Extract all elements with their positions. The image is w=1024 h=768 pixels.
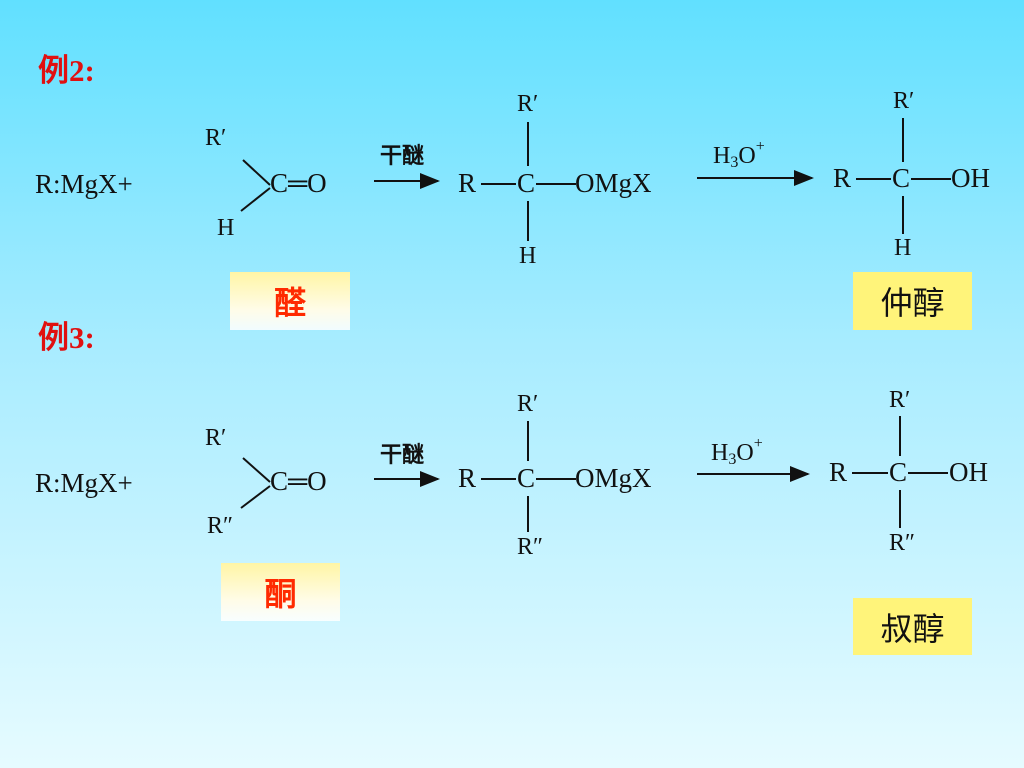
ketone-r-prime: R′ bbox=[205, 425, 227, 451]
grignard-reagent: R:MgX+ bbox=[35, 468, 133, 498]
product-r-prime: R′ bbox=[889, 387, 911, 413]
intermediate-r: R bbox=[458, 168, 477, 198]
arrow2-reagent: H3O+ bbox=[711, 435, 763, 468]
arrow2-reagent: H3O+ bbox=[713, 138, 765, 171]
ketone-r-double-prime: R″ bbox=[207, 513, 234, 539]
product-r-prime: R′ bbox=[893, 88, 915, 114]
ketone-bond-rdoubleprime bbox=[240, 485, 271, 509]
intermediate-c: C bbox=[517, 463, 536, 493]
product-r: R bbox=[833, 163, 852, 193]
arrow1-reagent: 干醚 bbox=[380, 143, 425, 168]
label-ketone: 酮 bbox=[221, 563, 340, 621]
aldehyde-carbonyl: C═O bbox=[270, 168, 327, 198]
example3-title: 例3: bbox=[38, 320, 95, 355]
product-c: C bbox=[889, 457, 908, 487]
label-aldehyde: 醛 bbox=[230, 272, 350, 330]
product-oh: OH bbox=[951, 163, 990, 193]
ketone-bond-rprime bbox=[242, 457, 271, 483]
intermediate-omgx: OMgX bbox=[575, 463, 652, 493]
product-c: C bbox=[892, 163, 911, 193]
intermediate-h: H bbox=[519, 243, 537, 269]
intermediate-r: R bbox=[458, 463, 477, 493]
product-h: H bbox=[894, 235, 912, 261]
ketone-carbonyl: C═O bbox=[270, 466, 327, 496]
product-r-double-prime: R″ bbox=[889, 530, 916, 556]
intermediate-r-prime: R′ bbox=[517, 391, 539, 417]
arrow1-reagent: 干醚 bbox=[380, 442, 425, 467]
intermediate-c: C bbox=[517, 168, 536, 198]
grignard-reagent: R:MgX+ bbox=[35, 169, 133, 199]
product-r: R bbox=[829, 457, 848, 487]
intermediate-r-double-prime: R″ bbox=[517, 534, 544, 560]
label-secondary-alcohol: 仲醇 bbox=[853, 272, 972, 330]
aldehyde-bond-rprime bbox=[242, 159, 271, 186]
example2-title: 例2: bbox=[38, 53, 95, 88]
label-tertiary-alcohol: 叔醇 bbox=[853, 598, 972, 655]
product-oh: OH bbox=[949, 457, 988, 487]
aldehyde-h: H bbox=[217, 215, 235, 241]
intermediate-omgx: OMgX bbox=[575, 168, 652, 198]
intermediate-r-prime: R′ bbox=[517, 91, 539, 117]
aldehyde-bond-h bbox=[240, 187, 271, 212]
aldehyde-r-prime: R′ bbox=[205, 125, 227, 151]
